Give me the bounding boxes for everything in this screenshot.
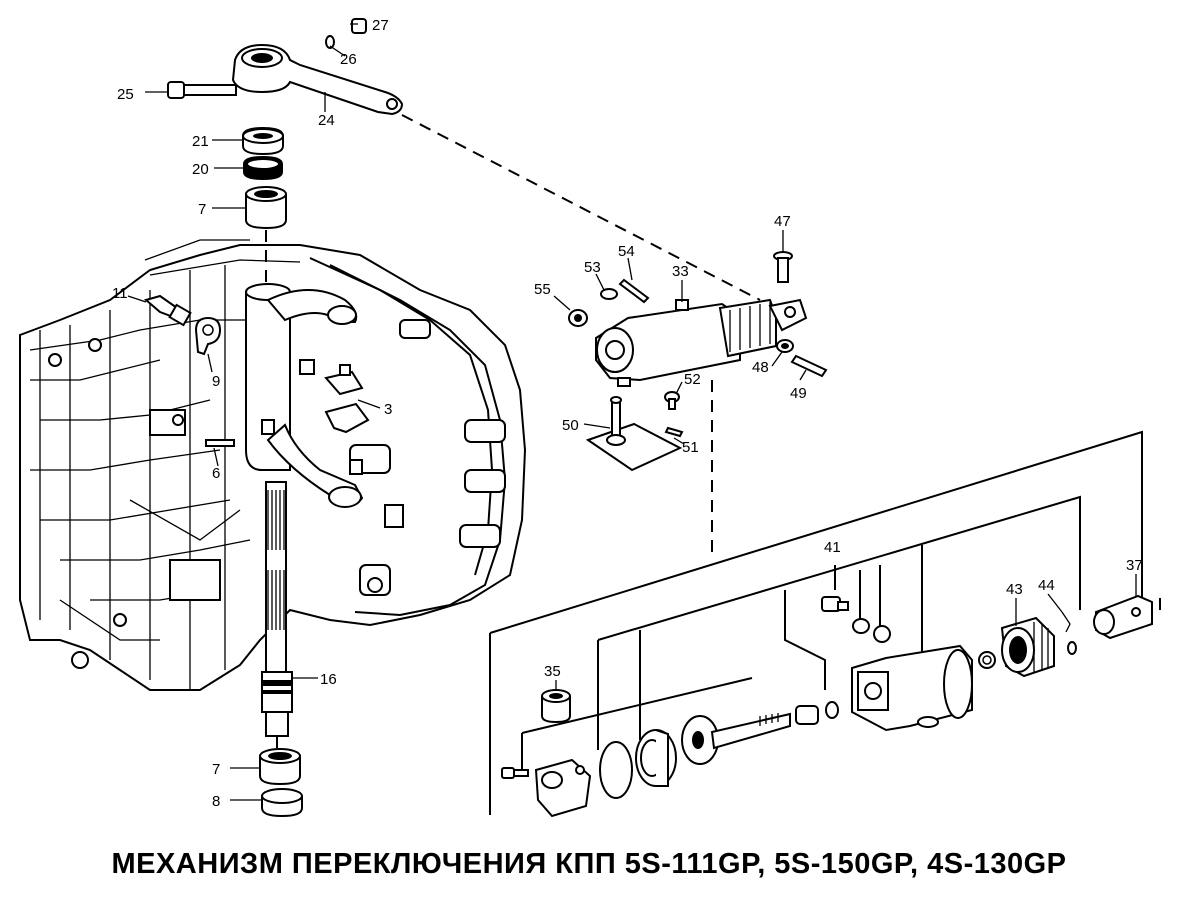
- part-label-50: 50: [562, 417, 579, 434]
- part-labels: 27 26 25 24 21 20 7 11 9 3 6 16 7 8 47 5…: [112, 17, 1143, 810]
- part-label-8: 8: [212, 793, 220, 810]
- part-label-54: 54: [618, 243, 635, 260]
- clevis-37: [1093, 594, 1153, 640]
- part-label-20: 20: [192, 161, 209, 178]
- o-ring-large: [599, 741, 633, 799]
- part-label-37: 37: [1126, 557, 1143, 574]
- part-label-41: 41: [824, 539, 841, 556]
- part-label-6: 6: [212, 465, 220, 482]
- sensor-11: [143, 294, 192, 327]
- washer-53: [600, 288, 618, 300]
- ring-43-small: [978, 651, 996, 669]
- clip-44: [1061, 611, 1077, 655]
- seal-21: [242, 126, 284, 156]
- exploded-view-frame: [489, 430, 1161, 815]
- shift-lever-24: [231, 43, 404, 116]
- gearbox-housing: [19, 239, 527, 691]
- part-label-48: 48: [752, 359, 769, 376]
- pin-47: [773, 251, 793, 283]
- shift-fork-bracket: [245, 283, 364, 508]
- part-label-49: 49: [790, 385, 807, 402]
- split-pin-54: [618, 278, 650, 304]
- nut-27: [351, 18, 367, 34]
- bushing-7-bottom: [259, 748, 301, 786]
- part-label-44: 44: [1038, 577, 1055, 594]
- boot-43: [1000, 616, 1055, 678]
- washer-26: [325, 35, 335, 49]
- seal-piston: [635, 729, 677, 787]
- part-label-25: 25: [117, 86, 134, 103]
- part-label-33: 33: [672, 263, 689, 280]
- bushing-7-top: [245, 186, 287, 230]
- part-label-47: 47: [774, 213, 791, 230]
- part-label-11: 11: [112, 285, 128, 302]
- part-label-7-top: 7: [198, 201, 206, 218]
- nut-55: [568, 309, 588, 327]
- part-label-26: 26: [340, 51, 357, 68]
- part-label-16: 16: [320, 671, 337, 688]
- screw-lower: [501, 767, 529, 779]
- part-label-51: 51: [682, 439, 699, 456]
- pin-6: [205, 439, 235, 447]
- part-label-7-bottom: 7: [212, 761, 220, 778]
- shaft-16: [261, 481, 293, 737]
- part-label-52: 52: [684, 371, 701, 388]
- bushing-35: [541, 689, 571, 724]
- leader-lines: [127, 23, 1137, 801]
- housing-41: [851, 644, 973, 732]
- piston-rod: [681, 712, 791, 765]
- part-label-35: 35: [544, 663, 561, 680]
- pin-51: [664, 426, 684, 438]
- part-label-3: 3: [384, 401, 392, 418]
- o-rings-41: [852, 618, 891, 643]
- plate-50: [585, 396, 683, 472]
- part-label-55: 55: [534, 281, 551, 298]
- cylinder-33: [595, 298, 808, 387]
- cap-8: [261, 788, 303, 818]
- bracket-9: [194, 316, 222, 356]
- diagram-title: МЕХАНИЗМ ПЕРЕКЛЮЧЕНИЯ КПП 5S-111GP, 5S-1…: [111, 848, 1067, 880]
- plug-41: [917, 716, 939, 728]
- detent-3: [324, 364, 370, 434]
- part-label-27: 27: [372, 17, 389, 34]
- part-label-24: 24: [318, 112, 335, 129]
- fitting-41: [821, 596, 849, 612]
- part-label-53: 53: [584, 259, 601, 276]
- bolt-49: [790, 354, 828, 378]
- dash-lever-to-cylinder: [401, 114, 761, 301]
- sleeve-small: [795, 701, 839, 725]
- lower-bracket: [534, 758, 592, 818]
- bolt-25: [167, 81, 237, 99]
- washer-48: [776, 339, 794, 353]
- part-label-43: 43: [1006, 581, 1023, 598]
- part-label-21: 21: [192, 133, 209, 150]
- part-label-9: 9: [212, 373, 220, 390]
- screw-52: [664, 391, 680, 410]
- ring-20: [243, 156, 283, 180]
